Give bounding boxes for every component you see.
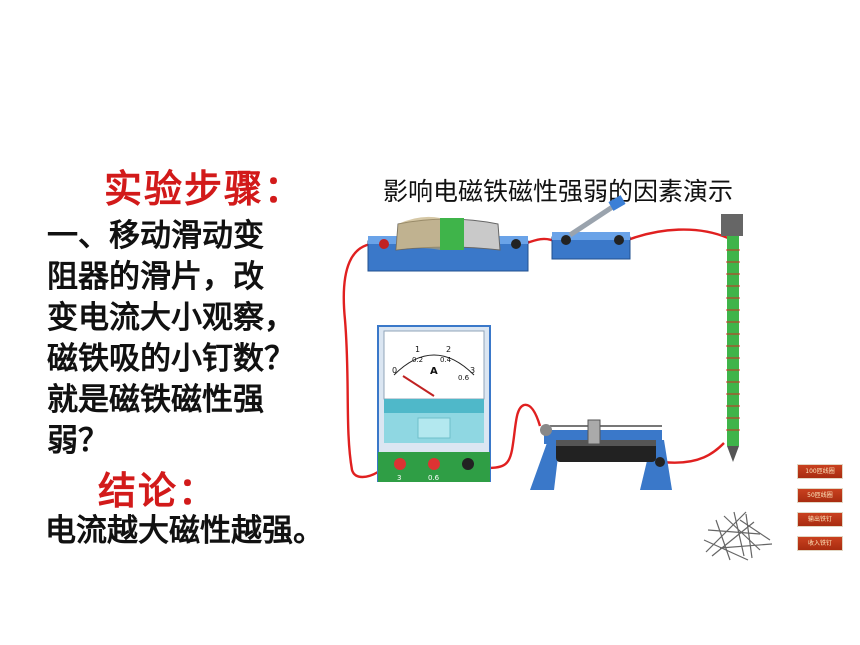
wire-rheostat-coil [661, 442, 725, 464]
ammeter-scale-3: 3 [470, 366, 475, 375]
steps-line: 磁铁吸的小钉数？ [47, 341, 295, 377]
demo-title: 影响电磁铁磁性强弱的因素演示 [383, 177, 734, 206]
ammeter-unit: A [430, 366, 438, 377]
wire-top-right [619, 228, 729, 245]
conclusion-heading: 结论： [98, 468, 219, 513]
ammeter-scale-04: 0.4 [440, 356, 452, 364]
ammeter [377, 325, 491, 482]
button-100-turns[interactable]: 100匝线圈 [797, 464, 843, 479]
wire-ammeter-rheostat [469, 403, 542, 470]
steps-text: 一、移动滑动变 阻器的滑片，改 变电流大小观察， 磁铁吸的小钉数？ 就是磁铁磁性… [47, 216, 295, 462]
ammeter-scale-0: 0 [392, 366, 397, 375]
ammeter-scale-02: 0.2 [412, 356, 423, 364]
steps-line: 弱？ [47, 423, 109, 459]
electromagnet [721, 214, 743, 462]
power-supply [367, 216, 529, 272]
wires [342, 228, 729, 479]
ammeter-scale-2: 2 [446, 345, 451, 354]
wire-top-middle [523, 237, 557, 246]
knife-switch [551, 195, 631, 260]
button-output-nails[interactable]: 输出铁钉 [797, 512, 843, 527]
rheostat [530, 419, 672, 490]
conclusion-text: 电流越大磁性越强。 [45, 513, 324, 549]
ammeter-terminal-06: 0.6 [428, 474, 440, 482]
steps-line: 一、移动滑动变 [47, 218, 264, 254]
ammeter-needle [402, 375, 435, 397]
ammeter-scale-1: 1 [415, 345, 420, 354]
button-50-turns[interactable]: 50匝线圈 [797, 488, 843, 503]
ammeter-scale-06: 0.6 [458, 374, 470, 382]
steps-line: 阻器的滑片，改 [47, 259, 264, 295]
button-collect-nails[interactable]: 收入铁钉 [797, 536, 843, 551]
nail-pile [703, 511, 773, 561]
steps-heading: 实验步骤： [104, 166, 305, 211]
steps-line: 就是磁铁磁性强 [47, 382, 264, 418]
steps-line: 变电流大小观察， [47, 300, 295, 336]
wire-top-left [342, 242, 383, 479]
ammeter-terminal-3: 3 [397, 474, 401, 482]
